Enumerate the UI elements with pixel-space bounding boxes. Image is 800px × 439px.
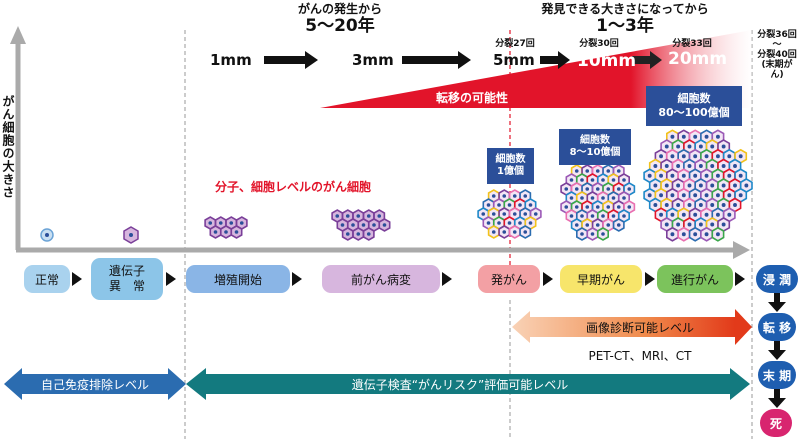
stage-precancer: 前がん病変 bbox=[322, 265, 440, 293]
onset-label: がんの発生から bbox=[297, 2, 382, 16]
division-27: 分裂27回 bbox=[495, 39, 535, 49]
metastasis-label: 転移の可能性 bbox=[436, 91, 509, 105]
cell-cluster-early bbox=[560, 164, 636, 241]
stage-gene-abnormal: 遺伝子異 常 bbox=[91, 258, 163, 300]
imaging-arrow bbox=[512, 311, 735, 343]
molecular-label: 分子、細胞レベルのがん細胞 bbox=[215, 180, 372, 194]
imaging-label: 画像診断可能レベル bbox=[585, 321, 694, 335]
stage-normal: 正常 bbox=[24, 265, 70, 293]
size-20mm: 20mm bbox=[668, 49, 728, 69]
cell-cluster-onset bbox=[477, 189, 542, 239]
size-arrows bbox=[264, 51, 662, 69]
size-10mm: 10mm bbox=[577, 51, 637, 71]
cell-normal bbox=[40, 228, 54, 242]
detect-label: 発見できる大きさになってから bbox=[541, 2, 709, 16]
terminal-arrows bbox=[768, 292, 786, 408]
division-36-40: 分裂36回 ～ 分裂40回 (末期がん) bbox=[757, 30, 797, 80]
y-axis-label: がん細胞の大きさ bbox=[1, 95, 15, 199]
stage-arrows bbox=[72, 272, 745, 286]
y-axis-arrowhead bbox=[10, 26, 26, 44]
gene-test-label: 遺伝子検査“がんリスク”評価可能レベル bbox=[351, 378, 569, 392]
imaging-arrow-tip bbox=[735, 309, 752, 345]
onset-years: 5～20年 bbox=[305, 16, 375, 36]
immune-label: 自己免疫排除レベル bbox=[40, 378, 149, 392]
size-1mm: 1mm bbox=[210, 51, 252, 69]
size-3mm: 3mm bbox=[352, 51, 394, 69]
stage-onset: 発がん bbox=[478, 265, 540, 293]
terminal-metastasis: 転 移 bbox=[758, 313, 796, 341]
terminal-end-stage: 末 期 bbox=[758, 361, 796, 389]
division-30: 分裂30回 bbox=[579, 39, 619, 49]
division-33: 分裂33回 bbox=[672, 39, 712, 49]
stage-early: 早期がん bbox=[560, 265, 642, 293]
x-axis-arrowhead bbox=[733, 241, 750, 259]
immune-arrow bbox=[4, 368, 186, 400]
stage-proliferation: 増殖開始 bbox=[186, 265, 290, 293]
imaging-methods: PET-CT、MRI、CT bbox=[588, 349, 692, 363]
cell-cluster-proliferation bbox=[204, 216, 248, 239]
stage-advanced: 進行がん bbox=[657, 265, 733, 293]
size-5mm: 5mm bbox=[493, 51, 535, 69]
gene-test-arrow bbox=[186, 368, 750, 400]
terminal-death: 死 bbox=[760, 409, 792, 437]
cell-cluster-precancer bbox=[331, 209, 391, 241]
metastasis-wedge bbox=[320, 30, 752, 108]
detect-years: 1～3年 bbox=[596, 16, 654, 36]
cell-gene-abnormal bbox=[123, 226, 139, 244]
terminal-invasion: 浸 潤 bbox=[756, 265, 798, 293]
cell-cluster-advanced bbox=[643, 129, 753, 242]
